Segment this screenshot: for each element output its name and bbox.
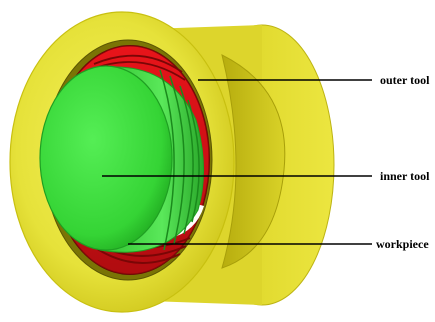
inner-tool-face	[40, 66, 172, 250]
outer-tool-label: outer tool	[380, 73, 430, 87]
inner-tool	[40, 66, 204, 252]
workpiece-label: workpiece	[376, 237, 429, 251]
inner-tool-label: inner tool	[380, 169, 430, 183]
